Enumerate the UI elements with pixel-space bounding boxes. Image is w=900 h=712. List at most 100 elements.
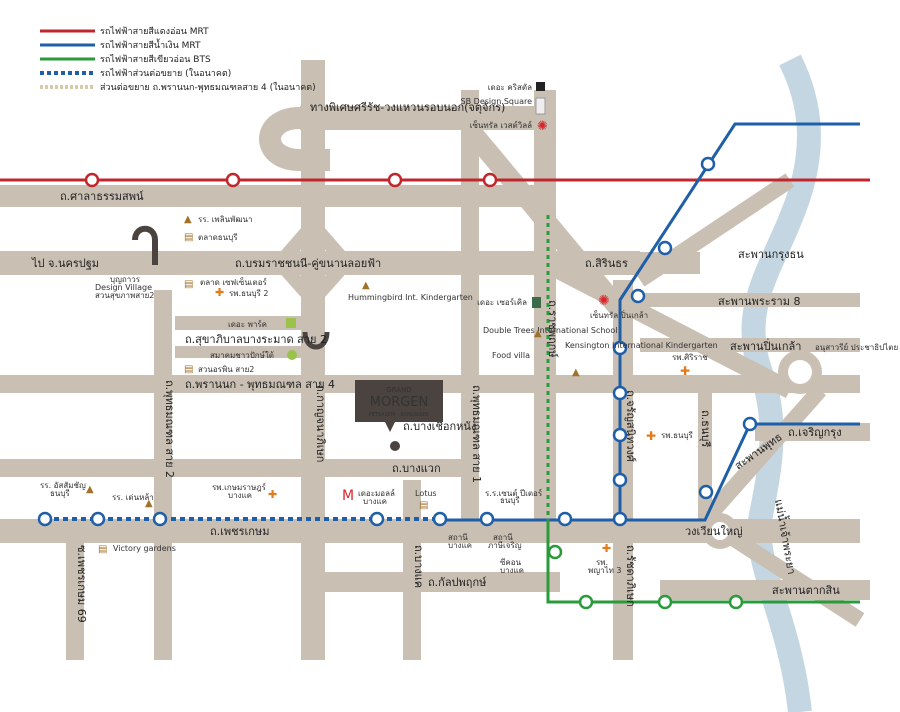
station-blue bbox=[657, 240, 673, 256]
label-poi-station-bangkhae-1: สถานี bbox=[448, 533, 468, 542]
label-poi-democracy: อนุสาวรีย์ ประชาธิปไตย bbox=[815, 342, 898, 352]
road-design-village-loop bbox=[132, 225, 158, 265]
label-poi-station-lak-song-1: สถานี bbox=[493, 533, 513, 542]
label-poi-seacon-1: ซีคอน bbox=[500, 558, 522, 567]
label-bridge-taksin: สะพานตากสิน bbox=[772, 584, 840, 597]
legend-green-label: รถไฟฟ้าสายสีเขียวอ่อน BTS bbox=[100, 54, 211, 65]
label-sirindhorn: ถ.สิรินธร bbox=[585, 257, 628, 270]
label-charoenkrung: ถ.เจริญกรุง bbox=[788, 426, 842, 439]
label-charansanitwong: ถ.จรัญสนิทวงศ์ bbox=[624, 390, 637, 462]
label-poi-school-1: รร. เพลินพัฒนา bbox=[198, 215, 253, 224]
label-poi-school-assumption-2: ธนบุรี bbox=[50, 489, 70, 498]
hospital-icon: ✚ bbox=[268, 488, 277, 501]
market-icon: ▤ bbox=[98, 544, 107, 555]
road-u-turn bbox=[302, 331, 330, 350]
station-blue bbox=[90, 511, 106, 527]
stations bbox=[37, 156, 758, 610]
label-poi-school-saint-2: ธนบุรี bbox=[500, 496, 520, 505]
station-red bbox=[387, 172, 403, 188]
station-blue bbox=[612, 340, 628, 356]
label-poi-hosp-phyathai-1: รพ. bbox=[596, 558, 608, 567]
label-poi-victory: Victory gardens bbox=[113, 544, 176, 553]
station-blue bbox=[37, 511, 53, 527]
road-interchange bbox=[270, 214, 356, 311]
label-sukhaphiban: ถ.สุขาภิบาลบางระมาด สาย 2 bbox=[185, 333, 327, 346]
label-phran-nok: ถ.พรานนก - พุทธมณฑล สาย 4 bbox=[185, 378, 335, 391]
label-bang-khae: ถ.บางแค bbox=[412, 545, 425, 588]
market-icon: ▤ bbox=[419, 500, 428, 511]
legend-future-label: รถไฟฟ้าส่วนต่อขยาย (ในอนาคต) bbox=[100, 68, 231, 79]
school-icon: ▲ bbox=[534, 328, 542, 339]
project-marker[interactable]: GRAND MORGEN PETKASEM - BANGWAEK bbox=[355, 380, 443, 451]
label-poi-themall-1: เดอะมอลล์ bbox=[358, 488, 395, 498]
label-poi-food-villa: Food villa bbox=[492, 351, 530, 360]
sutthakam-icon bbox=[287, 350, 297, 360]
label-bang-waek: ถ.บางแวก bbox=[392, 462, 441, 475]
sb-design-icon bbox=[535, 97, 546, 115]
label-ratchaphruek: ถ.ราชพฤกษ์ bbox=[546, 300, 559, 358]
label-poi-seacon-2: บางแค bbox=[500, 566, 524, 575]
station-blue bbox=[432, 511, 448, 527]
circle-icon bbox=[532, 297, 541, 308]
label-phutthamonthon-1: ถ.พุทธมณฑล สาย 1 bbox=[470, 385, 483, 483]
label-poi-garden: สวนอรพิน สาย2 bbox=[198, 365, 254, 374]
label-borommaratchachonnani: ถ.บรมราชชนนี-คู่ขนานลอยฟ้า bbox=[235, 257, 381, 270]
label-poi-kensington: Kensington International Kindergarten bbox=[565, 341, 718, 350]
station-green bbox=[578, 594, 594, 610]
label-kanchanaphisek: ถ.กาญจนาภิเษก bbox=[314, 385, 327, 462]
label-poi-central-westgate: เดอะ คริสตัล bbox=[488, 83, 532, 92]
label-salathammasop: ถ.ศาลาธรรมสพน์ bbox=[60, 190, 144, 203]
label-bridge-krungthon: สะพานกรุงธน bbox=[738, 248, 804, 261]
school-icon: ▲ bbox=[184, 214, 192, 225]
label-poi-pinklao-central: เซ็นทรัล ปิ่นเกล้า bbox=[590, 309, 648, 320]
label-poi-siriraj: รพ.ศิริราช bbox=[672, 353, 708, 362]
hospital-icon: ✚ bbox=[602, 542, 611, 555]
label-ring-expressway: ทางพิเศษศรีรัช-วงแหวนรอบนอก(จตุจักร) bbox=[310, 101, 505, 114]
the-mall-icon: M bbox=[342, 488, 354, 504]
market-icon: ▤ bbox=[184, 364, 193, 375]
label-kanlapaphruek: ถ.กัลปพฤกษ์ bbox=[428, 576, 487, 589]
station-blue bbox=[557, 511, 573, 527]
label-poi-hosp-phyathai-2: พญาไท 3 bbox=[588, 566, 622, 575]
label-soi-69: ซ.เพชรเกษม 69 bbox=[75, 545, 88, 623]
label-poi-hummingbird: Hummingbird Int. Kindergarten bbox=[348, 293, 473, 302]
station-blue bbox=[369, 511, 385, 527]
label-poi-station-lak-song-2: ภาษีเจริญ bbox=[488, 541, 522, 550]
label-poi-hospital-1: รพ.ธนบุรี 2 bbox=[229, 289, 268, 298]
project-name-2: MORGEN bbox=[370, 395, 429, 410]
road-labels: ทางพิเศษศรีรัช-วงแหวนรอบนอก(จตุจักร) ถ.ศ… bbox=[31, 101, 842, 623]
label-poi-themall-2: บางแค bbox=[363, 497, 387, 506]
label-poi-sb-design: SB Design Square bbox=[461, 97, 533, 106]
points-of-interest: เดอะ คริสตัล SB Design Square ✺ เซ็นทรัล… bbox=[40, 82, 898, 575]
crystal-icon bbox=[536, 82, 545, 91]
station-blue bbox=[612, 472, 628, 488]
school-icon: ▲ bbox=[362, 280, 370, 291]
legend-extension-label: ส่วนต่อขยาย ถ.พรานนก-พุทธมณฑลสาย 4 (ในอน… bbox=[100, 82, 316, 93]
label-to-nakhon-pathom: ไป จ.นครปฐม bbox=[31, 257, 99, 270]
bts-green-line bbox=[546, 520, 860, 604]
label-poi-design-village-3: สวนสุขภาพสาย2 bbox=[95, 291, 154, 300]
legend-blue-label: รถไฟฟ้าสายสีน้ำเงิน MRT bbox=[100, 38, 201, 51]
park-icon bbox=[286, 318, 296, 328]
hospital-icon: ✚ bbox=[680, 364, 690, 378]
label-poi-central-west-ville: เซ็นทรัล เวสต์วิลล์ bbox=[470, 120, 532, 130]
label-poi-station-bangkhae-2: บางแค bbox=[448, 541, 472, 550]
station-blue bbox=[612, 511, 628, 527]
station-blue bbox=[630, 288, 646, 304]
label-poi-hosp-phetkasem-1: รพ.เกษมราษฎร์ bbox=[212, 482, 267, 492]
station-red bbox=[482, 172, 498, 188]
label-poi-market-2: ตลาด เซฟเซ็นเตอร์ bbox=[200, 277, 268, 287]
label-poi-design-village-2: Design Village bbox=[95, 283, 152, 292]
label-poi-the-circle: เดอะ เซอร์เคิล bbox=[477, 297, 527, 307]
legend-red-label: รถไฟฟ้าสายสีแดงอ่อน MRT bbox=[100, 26, 209, 37]
label-poi-lotus: Lotus bbox=[415, 489, 437, 498]
label-poi-double-trees: Double Trees International School bbox=[483, 326, 617, 335]
market-icon: ▤ bbox=[184, 279, 193, 290]
road-diag-2 bbox=[540, 255, 795, 398]
label-poi-the-park: เดอะ พาร์ค bbox=[228, 319, 267, 329]
label-poi-school-saint-1: ร.ร.เซนต์ ปีเตอร์ bbox=[485, 488, 543, 498]
school-icon: ▲ bbox=[86, 484, 94, 495]
label-poi-thonburi-hosp: รพ.ธนบุรี bbox=[661, 431, 694, 440]
market-icon: ▤ bbox=[184, 232, 193, 243]
